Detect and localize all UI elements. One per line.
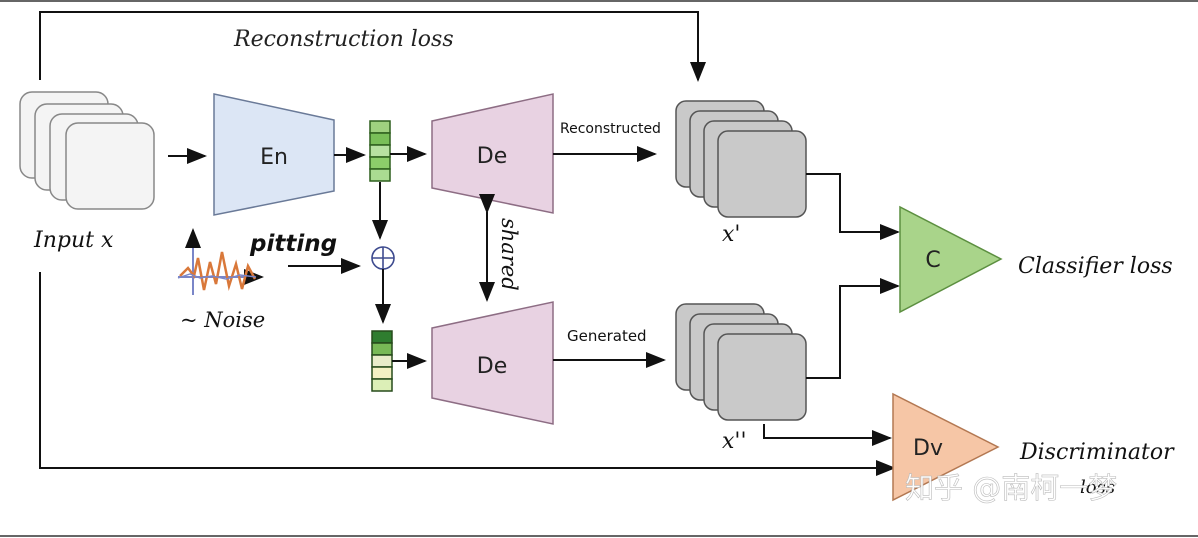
classifier-loss-label: Classifier loss [1018,254,1173,279]
encoder-label: En [260,145,288,170]
decoder-top-label: De [477,144,507,169]
generated-label: Generated [567,327,647,345]
decoder-top-block [431,93,554,214]
discriminator-loss-label-line1: Discriminator [1019,440,1175,465]
watermark: 知乎 @南柯一梦 [905,471,1117,505]
generated-image-stack [675,303,807,421]
reconstruction-loss-label: Reconstruction loss [233,27,454,52]
discriminator-block [892,392,1000,502]
x-prime-label: x' [722,222,740,247]
noise-label: ~ Noise [180,308,265,332]
input-x-label: Input x [33,228,114,253]
encoder-block [213,93,335,216]
reconstructed-to-classifier-arrow [806,173,900,240]
input-image-stack [19,91,155,210]
reconstructed-label: Reconstructed [560,121,661,137]
x-double-prime-label: x'' [722,429,747,454]
decoder-bottom-label: De [477,354,507,379]
classifier-label: C [925,248,940,273]
noise-waveform-icon [177,228,264,295]
generated-to-classifier-arrow [806,278,900,379]
input-to-discriminator-arrow [39,272,896,476]
discriminator-loss-label-line2: loss [1080,477,1115,498]
latent-vector-top [369,120,391,182]
latent-vector-noisy [371,330,393,392]
generated-to-discriminator-arrow [763,424,892,446]
classifier-block [899,205,1003,314]
decoder-bottom-block [431,301,554,425]
shared-label: shared [497,218,521,291]
reconstruction-loss-arrow [39,11,706,82]
reconstructed-image-stack [675,100,807,218]
circled-plus-icon [371,246,395,270]
discriminator-label: Dv [913,436,943,461]
pitting-label: pitting [249,231,337,257]
